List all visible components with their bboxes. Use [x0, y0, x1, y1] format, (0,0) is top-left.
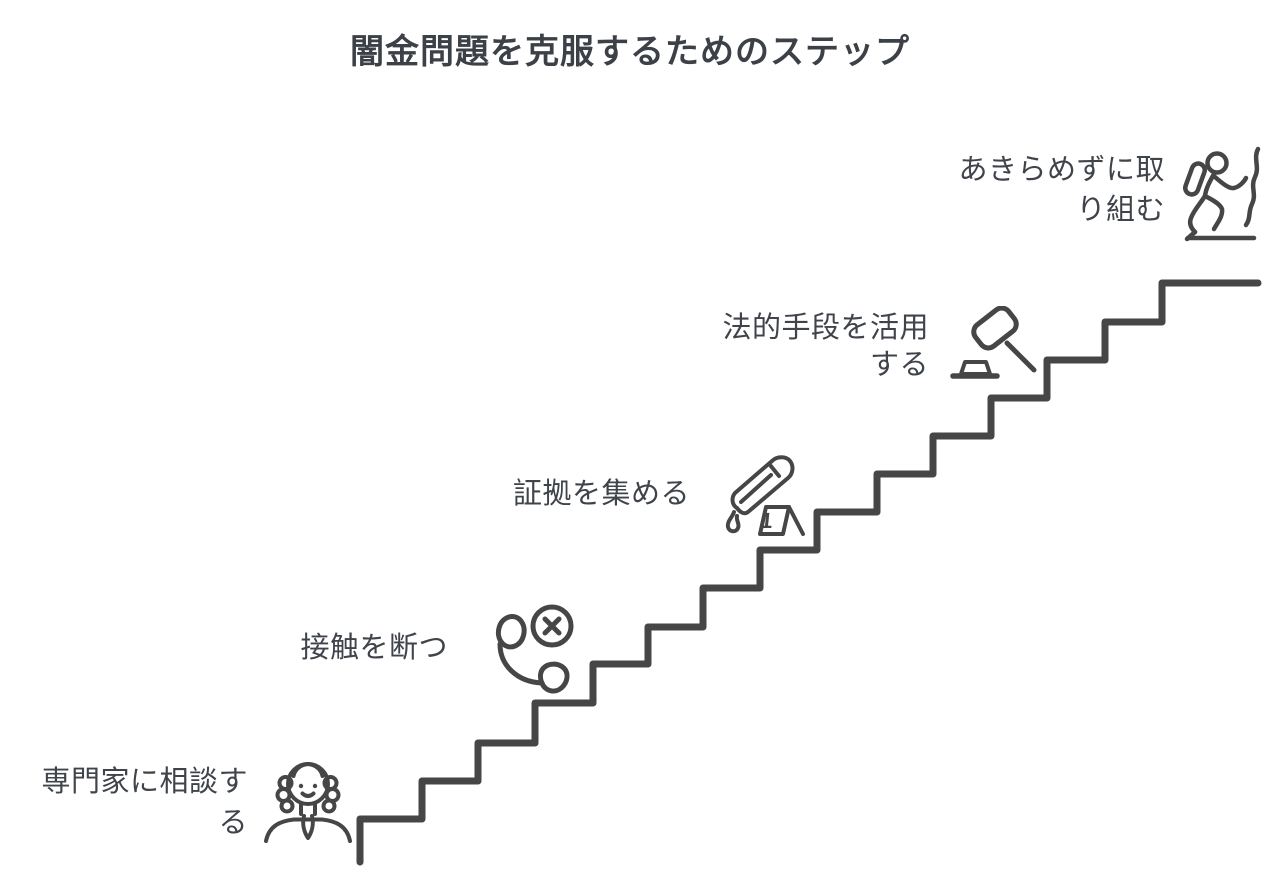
label-line: る	[218, 807, 248, 839]
climber-icon	[1176, 146, 1264, 244]
step-label-consult-expert: 専門家に相談す る	[0, 762, 248, 844]
step-label-legal-means: 法的手段を活用 する	[0, 310, 929, 384]
step-label-collect-evidence: 証拠を集める	[0, 474, 690, 514]
evidence-knife-icon: 1	[720, 450, 808, 538]
step-label-persevere: あきらめずに取 り組む	[0, 150, 1165, 230]
page-title: 闇金問題を克服するためのステップ	[350, 33, 910, 71]
label-line: する	[869, 349, 929, 381]
label-line: 接触を断つ	[300, 632, 448, 664]
blocked-phone-icon	[492, 604, 580, 702]
label-line: 専門家に相談す	[41, 766, 248, 798]
gavel-icon	[950, 306, 1042, 388]
label-line: あきらめずに取	[958, 154, 1165, 186]
step-label-cut-contact: 接触を断つ	[0, 628, 448, 668]
staircase-path	[356, 279, 1262, 866]
label-line: 証拠を集める	[512, 478, 690, 510]
judge-icon	[262, 750, 354, 844]
label-line: 法的手段を活用	[722, 312, 929, 344]
label-line: り組む	[1076, 194, 1165, 226]
evidence-marker-number: 1	[759, 508, 774, 533]
